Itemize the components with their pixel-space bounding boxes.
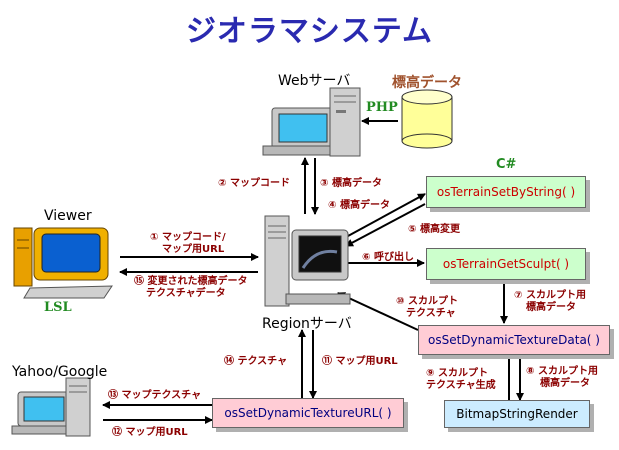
step-8-label-line1: ⑧ スカルプト用 (526, 366, 598, 377)
lsl-label: LSL (44, 300, 72, 315)
step-15-label-line2: テクスチャデータ (146, 288, 226, 299)
web-server-label: Webサーバ (278, 73, 351, 89)
diagram-title: ジオラマシステム (185, 14, 434, 49)
os-set-dynamic-texture-url-box: osSetDynamicTextureURL( ) (212, 398, 404, 428)
csharp-label: C# (496, 157, 517, 172)
step-10-label-line2: テクスチャ (406, 308, 456, 319)
step-14-label: ⑭ テクスチャ (224, 356, 288, 367)
arrow-setbystring-to-region (345, 203, 426, 247)
yahoo-google-label: Yahoo/Google (12, 364, 108, 380)
bitmap-string-render-box: BitmapStringRender (444, 400, 590, 428)
php-label: PHP (366, 100, 398, 115)
step-7-label-line1: ⑦ スカルプト用 (514, 290, 586, 301)
arrow-region-to-setbystring (347, 193, 426, 237)
region-server-computer-icon (264, 215, 351, 307)
step-6-label: ⑥ 呼び出し (362, 252, 414, 263)
step-8-label-line2: 標高データ (540, 378, 590, 389)
database-cylinder-icon (401, 89, 453, 149)
step-7-label-line2: 標高データ (526, 302, 576, 313)
step-5-label: ⑤ 標高変更 (408, 224, 460, 235)
os-terrain-set-by-string-box: osTerrainSetByString( ) (426, 176, 586, 208)
step-12-label: ⑫ マップ用URL (112, 427, 188, 438)
os-terrain-get-sculpt-box: osTerrainGetSculpt( ) (426, 248, 586, 280)
step-1-label-line2: マップ用URL (162, 244, 225, 255)
step-10-label-line1: ⑩ スカルプト (396, 296, 458, 307)
step-11-label: ⑪ マップ用URL (322, 356, 398, 367)
viewer-label: Viewer (44, 208, 92, 224)
step-4-label: ④ 標高データ (328, 200, 390, 211)
step-15-label-line1: ⑮ 変更された標高データ (134, 276, 248, 287)
step-1-label-line1: ① マップコード/ (150, 232, 226, 243)
step-9-label-line2: テクスチャ生成 (426, 380, 496, 391)
step-13-label: ⑬ マップテクスチャ (108, 390, 202, 401)
region-server-label: Regionサーバ (262, 316, 352, 332)
step-9-label-line1: ⑨ スカルプト (426, 368, 488, 379)
viewer-computer-icon (13, 227, 113, 299)
step-2-label: ② マップコード (218, 178, 290, 189)
os-set-dynamic-texture-data-box: osSetDynamicTextureData( ) (418, 325, 610, 355)
yahoo-google-computer-icon (11, 377, 91, 437)
step-3-label: ③ 標高データ (320, 178, 382, 189)
elevation-data-label: 標高データ (392, 75, 462, 91)
web-server-computer-icon (262, 87, 361, 157)
arrow-texturedata-to-region (337, 292, 419, 331)
